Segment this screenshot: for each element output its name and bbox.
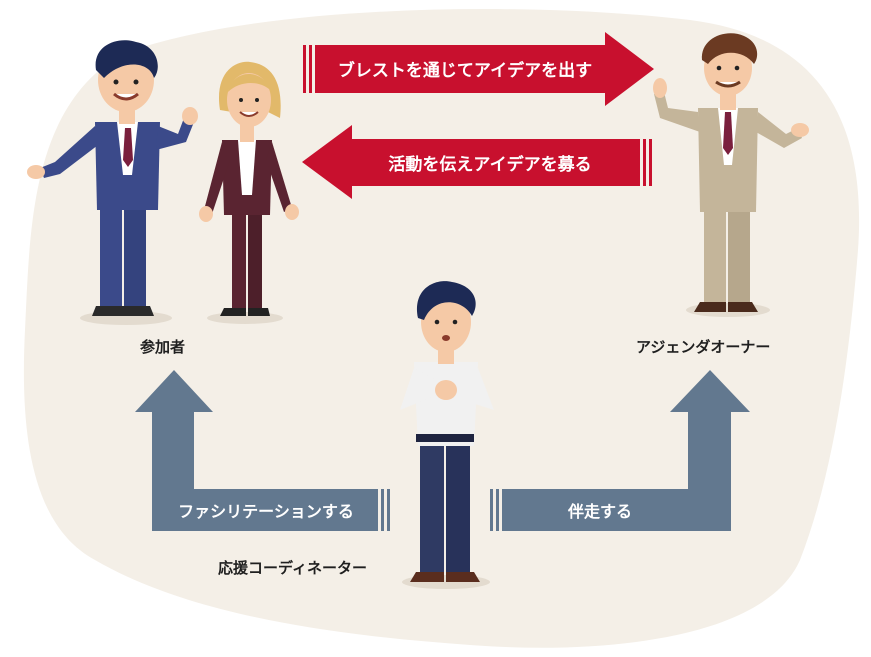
arrow-share-activity-text: 活動を伝えアイデアを募る: [388, 154, 591, 175]
label-agenda-owner: アジェンダオーナー: [636, 338, 771, 356]
arrow-brainstorm-text: ブレストを通じてアイデアを出す: [338, 60, 592, 81]
coordinator-figure: [400, 281, 494, 582]
arrow-facilitate-text: ファシリテーションする: [178, 502, 354, 521]
agenda-owner-figure: [653, 33, 809, 312]
label-participants: 参加者: [140, 338, 186, 356]
arrow-share-activity: 活動を伝えアイデアを募る: [302, 125, 652, 199]
man-participant-figure: [27, 40, 198, 316]
arrow-accompany-text: 伴走する: [567, 502, 632, 521]
arrow-accompany: 伴走する: [490, 370, 750, 531]
woman-participant-figure: [199, 61, 299, 316]
arrow-facilitate: ファシリテーションする: [135, 370, 390, 531]
label-coordinator: 応援コーディネーター: [218, 559, 367, 577]
arrow-brainstorm: ブレストを通じてアイデアを出す: [303, 32, 654, 106]
